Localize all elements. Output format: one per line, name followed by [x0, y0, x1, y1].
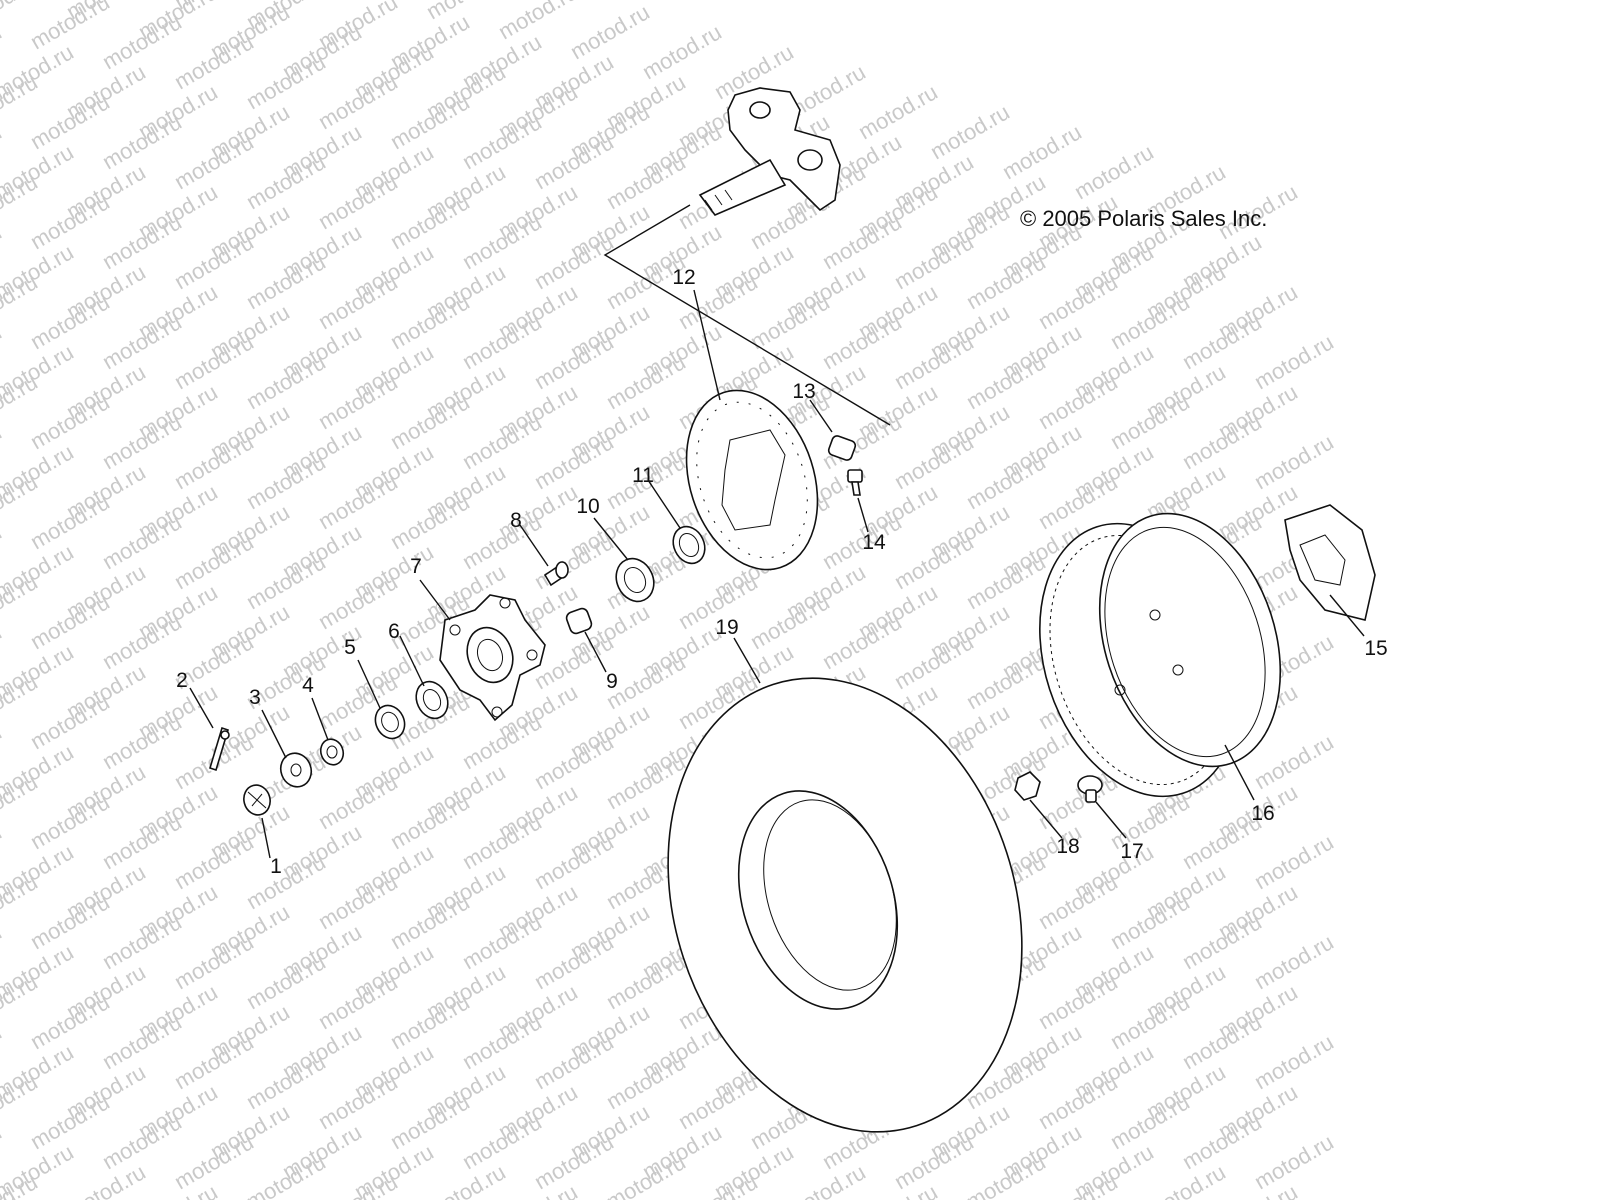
watermark: motod.ru: [566, 0, 654, 64]
watermark: motod.ru: [1250, 829, 1338, 894]
rim-plate: [1284, 504, 1376, 621]
inner-seal: [374, 704, 406, 740]
wheel-hub: [439, 594, 546, 722]
steering-knuckle: [698, 87, 841, 216]
hub-spacer: [565, 607, 593, 635]
hub-bearing-inner: [415, 680, 449, 720]
cotter-pin: [209, 726, 230, 772]
callout-2: 2: [176, 669, 188, 692]
callout-5: 5: [344, 636, 356, 659]
axis-line: [603, 204, 891, 426]
watermark: motod.ru: [1250, 329, 1338, 394]
callout-8: 8: [510, 509, 522, 532]
watermark: motod.ru: [1070, 139, 1158, 204]
hub-bearing-outer: [615, 557, 655, 603]
callout-labels: 1 2 3 4 5 6 7 8 9 10 11 12 13 14 15 16 1…: [176, 266, 1388, 878]
watermark: motod.ru: [242, 1149, 330, 1200]
watermark: motod.ru: [1250, 1029, 1338, 1094]
washer: [279, 752, 313, 788]
leader-lines: [189, 289, 1365, 859]
callout-19: 19: [715, 616, 738, 639]
lug-nut: [1014, 771, 1041, 801]
wheel-rim: [1039, 512, 1282, 798]
brake-disc: [685, 389, 819, 571]
callout-4: 4: [302, 674, 314, 697]
valve-stem: [1077, 775, 1103, 803]
watermark: motod.ru: [602, 1149, 690, 1200]
callout-15: 15: [1364, 637, 1387, 660]
castle-nut: [243, 784, 271, 816]
watermark: motod.ru: [26, 0, 114, 54]
callout-11: 11: [632, 464, 654, 487]
callout-6: 6: [388, 620, 400, 643]
callout-9: 9: [606, 670, 618, 693]
callout-16: 16: [1251, 802, 1274, 825]
callout-3: 3: [249, 686, 261, 709]
watermark: motod.ru: [926, 99, 1014, 164]
wheel-stud: [543, 561, 569, 587]
callout-1: 1: [270, 855, 282, 878]
callout-13: 13: [792, 380, 815, 403]
callout-18: 18: [1056, 835, 1079, 858]
callout-14: 14: [862, 531, 886, 554]
watermark: motod.ru: [1250, 929, 1338, 994]
watermark: motod.ru: [854, 79, 942, 144]
watermark: motod.ru: [998, 119, 1086, 184]
watermark: motod.ru: [1250, 729, 1338, 794]
tire: [667, 677, 1023, 1133]
watermark: motod.ru: [1250, 429, 1338, 494]
hub-seal: [672, 525, 706, 565]
copyright-text: © 2005 Polaris Sales Inc.: [1020, 206, 1267, 231]
watermark: motod.ru: [638, 19, 726, 84]
callout-17: 17: [1120, 840, 1143, 863]
disc-bolt: [847, 469, 863, 496]
watermark: motod.ru: [962, 1149, 1050, 1200]
callout-10: 10: [576, 495, 599, 518]
callout-12: 12: [672, 266, 695, 289]
watermark: motod.ru: [1250, 1129, 1338, 1194]
callout-7: 7: [410, 555, 422, 578]
bushing: [827, 435, 857, 461]
